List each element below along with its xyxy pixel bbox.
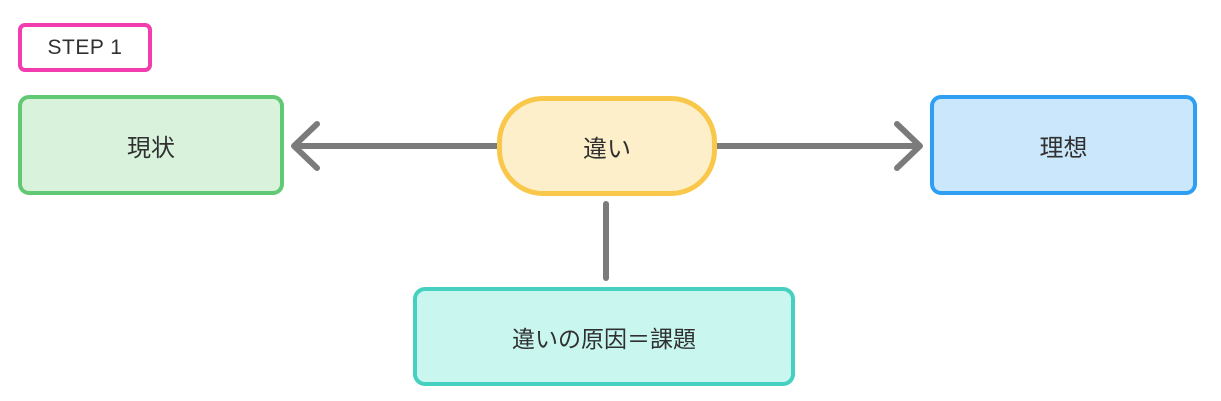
node-difference: 違い	[497, 96, 717, 196]
node-ideal: 理想	[930, 95, 1197, 195]
node-current-state-label: 現状	[127, 134, 175, 162]
node-cause-issue: 違いの原因＝課題	[413, 287, 795, 386]
node-ideal-label: 理想	[1039, 134, 1088, 162]
node-difference-label: 違い	[583, 135, 631, 163]
step-badge: STEP 1	[18, 23, 152, 72]
arrow-to-current	[291, 121, 500, 171]
node-current-state: 現状	[18, 95, 284, 195]
arrow-to-ideal	[714, 121, 923, 171]
step-badge-label: STEP 1	[47, 35, 123, 59]
node-cause-issue-label: 違いの原因＝課題	[512, 325, 696, 352]
